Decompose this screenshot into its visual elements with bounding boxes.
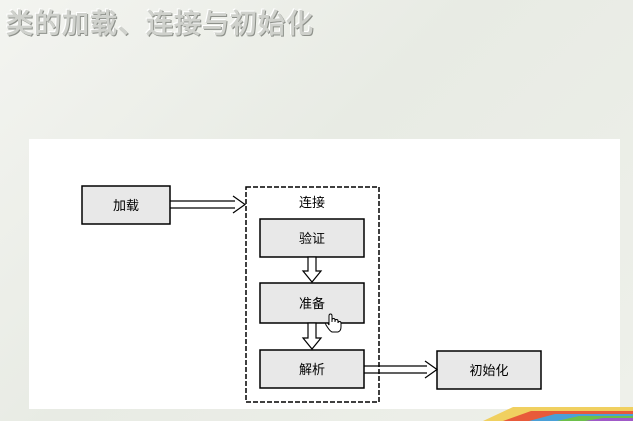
figure-panel: 连接 加载 验证 准备 解析 初始化	[29, 139, 620, 409]
arrow-prepare-to-resolve	[301, 322, 323, 350]
resolve-box	[259, 349, 365, 389]
arrow-load-to-link	[170, 195, 247, 214]
load-box	[81, 185, 171, 225]
prepare-label: 准备	[299, 296, 325, 312]
arrow-resolve-to-initialize	[364, 360, 439, 379]
load-label: 加载	[113, 199, 139, 214]
arrow-verify-to-prepare	[301, 256, 323, 283]
verify-label: 验证	[299, 231, 325, 247]
slide-title: 类的加载、连接与初始化	[6, 9, 314, 40]
hand-pointer-icon	[325, 313, 342, 333]
flow-diagram: 连接 加载 验证 准备 解析 初始化	[81, 185, 542, 403]
prepare-box	[259, 282, 365, 324]
decorative-pencils	[483, 407, 633, 421]
initialize-label: 初始化	[469, 364, 508, 379]
resolve-label: 解析	[299, 363, 325, 378]
link-group-label: 连接	[299, 195, 325, 211]
